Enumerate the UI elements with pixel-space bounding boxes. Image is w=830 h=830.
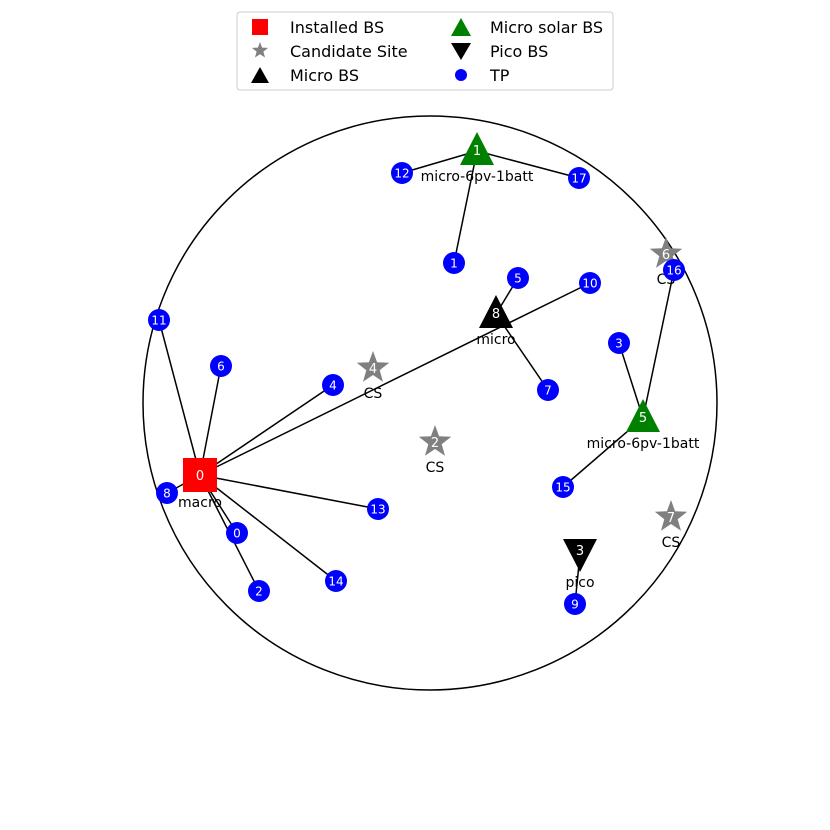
candidate-site-id-4: 4: [369, 362, 377, 377]
tp-id-13: 13: [370, 503, 385, 517]
tp-id-17: 17: [571, 172, 586, 186]
nodes-layer: 4CS2CS6CS7CS1micro-6pv-1batt5micro-6pv-1…: [148, 132, 700, 615]
link-installed-0-tp-6: [199, 365, 222, 476]
tp-9: [564, 593, 586, 615]
tp-5: [507, 267, 529, 289]
installed-bs-id-0: 0: [196, 469, 204, 484]
tp-1: [443, 252, 465, 274]
tp-8: [156, 482, 178, 504]
tp-id-2: 2: [255, 585, 263, 599]
link-solar-5-tp-3: [618, 342, 644, 419]
tp-id-16: 16: [666, 264, 681, 278]
legend-micro-marker: [251, 67, 269, 83]
tp-2: [248, 580, 270, 602]
link-installed-0-tp-10: [199, 282, 591, 476]
tp-id-8: 8: [163, 487, 171, 501]
micro-solar-bs-label-1: micro-6pv-1batt: [421, 169, 534, 185]
legend-candidate-label: Candidate Site: [290, 42, 408, 61]
micro-solar-bs-label-5: micro-6pv-1batt: [587, 436, 700, 452]
tp-3: [608, 332, 630, 354]
legend-installed-marker: [252, 19, 268, 35]
legend-tp-marker: [455, 69, 467, 81]
link-installed-0-tp-13: [199, 474, 379, 510]
tp-id-14: 14: [328, 575, 343, 589]
micro-bs-id-8: 8: [492, 307, 500, 322]
tp-10: [579, 272, 601, 294]
tp-id-1: 1: [450, 257, 458, 271]
tp-id-12: 12: [394, 167, 409, 181]
tp-0: [226, 522, 248, 544]
link-solar-1-tp-17: [476, 150, 580, 179]
legend-micro-label: Micro BS: [290, 66, 359, 85]
legend-pico-label: Pico BS: [490, 42, 548, 61]
tp-17: [568, 167, 590, 189]
tp-7: [537, 379, 559, 401]
link-solar-1-tp-12: [401, 150, 478, 174]
link-installed-0-tp-14: [199, 474, 337, 582]
coverage-circle: [142, 115, 718, 691]
candidate-site-label-4: CS: [364, 386, 383, 402]
legend-candidate-marker: [251, 42, 269, 58]
installed-bs-label-0: macro: [178, 495, 222, 511]
tp-12: [391, 162, 413, 184]
candidate-site-4: [356, 351, 390, 382]
legend-solar-label: Micro solar BS: [490, 18, 603, 37]
tp-14: [325, 570, 347, 592]
tp-id-3: 3: [615, 337, 623, 351]
legend-frame: [236, 11, 614, 91]
micro-solar-bs-5: [626, 399, 660, 432]
candidate-site-7: [654, 500, 688, 531]
legend: Installed BS Candidate Site Micro BS Mic…: [236, 11, 614, 91]
micro-solar-bs-1: [460, 132, 494, 165]
tp-6: [210, 355, 232, 377]
candidate-site-2: [418, 425, 452, 456]
legend-solar-marker: [451, 18, 471, 36]
tp-id-10: 10: [582, 277, 597, 291]
pico-bs-3: [563, 539, 597, 572]
tp-16: [663, 259, 685, 281]
micro-solar-bs-id-1: 1: [473, 144, 481, 159]
tp-id-6: 6: [217, 360, 225, 374]
candidate-site-id-6: 6: [662, 248, 670, 263]
pico-bs-label-3: pico: [565, 575, 594, 591]
tp-id-4: 4: [329, 379, 337, 393]
tp-id-11: 11: [151, 314, 166, 328]
tp-13: [367, 498, 389, 520]
pico-bs-id-3: 3: [576, 544, 584, 559]
legend-installed-label: Installed BS: [290, 18, 384, 37]
tp-id-0: 0: [233, 527, 241, 541]
candidate-site-label-2: CS: [426, 460, 445, 476]
tp-id-9: 9: [571, 598, 579, 612]
candidate-site-id-7: 7: [667, 511, 675, 526]
installed-bs-0: [183, 458, 217, 492]
micro-bs-8: [479, 295, 513, 328]
link-solar-5-tp-16: [642, 269, 675, 419]
tp-11: [148, 309, 170, 331]
candidate-site-id-2: 2: [431, 436, 439, 451]
tp-id-7: 7: [544, 384, 552, 398]
candidate-site-label-7: CS: [662, 535, 681, 551]
link-solar-1-tp-1: [453, 150, 478, 264]
tp-4: [322, 374, 344, 396]
link-installed-0-tp-4: [199, 384, 334, 476]
link-installed-0-tp-11: [158, 319, 201, 476]
tp-id-15: 15: [555, 481, 570, 495]
candidate-site-6: [649, 237, 683, 268]
tp-id-5: 5: [514, 272, 522, 286]
legend-pico-marker: [451, 43, 471, 60]
micro-solar-bs-id-5: 5: [639, 411, 647, 426]
legend-tp-label: TP: [489, 66, 510, 85]
micro-bs-label-8: micro: [476, 332, 515, 348]
tp-15: [552, 476, 574, 498]
